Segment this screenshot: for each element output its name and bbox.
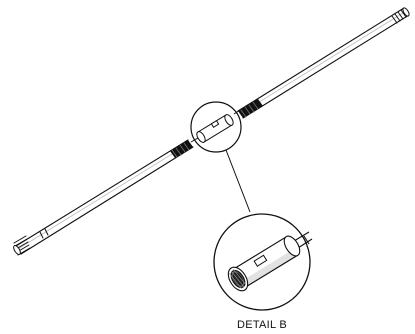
rod-assembly (13, 7, 410, 256)
coupler-enlarged (227, 231, 313, 292)
detail-callout-small (190, 101, 242, 153)
detail-view-enlarged (213, 213, 313, 311)
rod-segment-right (237, 7, 410, 119)
knurl-band-left (170, 140, 193, 158)
threaded-end-right (391, 7, 410, 24)
leader-line (225, 149, 251, 213)
threaded-end-left (13, 235, 31, 256)
detail-label: DETAIL B (237, 319, 287, 331)
knurl-band-right (238, 99, 263, 118)
rod-marking-left (39, 228, 49, 239)
coupler-small (196, 114, 234, 143)
